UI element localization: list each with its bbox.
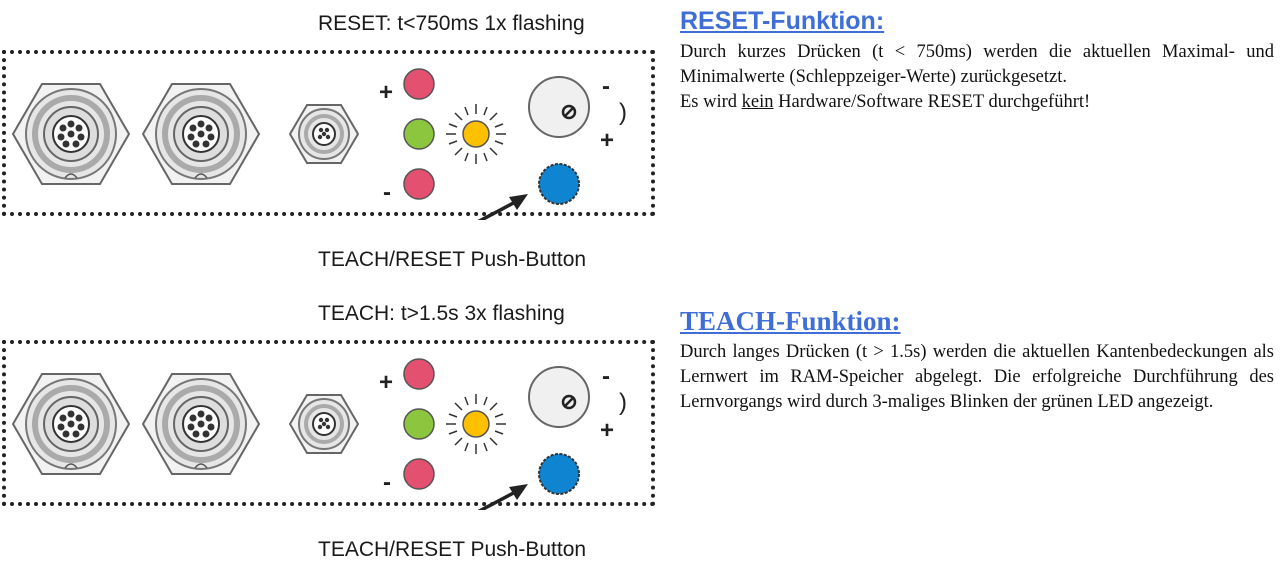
pot-direction-paren: ): [619, 99, 627, 126]
led-red-upper: [403, 358, 435, 390]
connector-8pin-1: [11, 83, 131, 185]
connector-small: [288, 104, 360, 164]
teach-heading: TEACH-Funktion:: [680, 306, 901, 336]
led-red-lower: [403, 458, 435, 490]
minus-sign-led: -: [383, 179, 391, 206]
pointer-arrow: [477, 194, 528, 220]
minus-sign-led: -: [383, 469, 391, 496]
reset-note: Es wird kein Hardware/Software RESET dur…: [680, 90, 1274, 115]
plus-sign-led: +: [379, 369, 393, 396]
led-red-upper: [403, 68, 435, 100]
connector-8pin-1: [11, 373, 131, 475]
reset-paragraph: Durch kurzes Drücken (t < 750ms) werden …: [680, 42, 1274, 87]
teach-description: TEACH-Funktion: Durch langes Drücken (t …: [680, 306, 1274, 415]
reset-note-start: Es wird: [680, 92, 742, 112]
led-red-lower: [403, 168, 435, 200]
potentiometer-knob[interactable]: [528, 76, 590, 138]
pot-plus-sign: +: [600, 127, 614, 154]
reset-caption: RESET: t<750ms 1x flashing: [318, 12, 585, 35]
reset-panel: RESET: t<750ms 1x flashing: [0, 0, 660, 280]
teach-caption: TEACH: t>1.5s 3x flashing: [318, 302, 565, 325]
push-button-label: TEACH/RESET Push-Button: [318, 248, 587, 271]
device-front-panel: + - - + ): [2, 340, 655, 510]
reset-note-emphasis: kein: [741, 92, 774, 112]
led-yellow-flashing: [446, 104, 506, 164]
teach-reset-push-button[interactable]: [538, 163, 580, 205]
teach-reset-push-button[interactable]: [538, 453, 580, 495]
reset-heading: RESET-Funktion:: [680, 7, 885, 35]
led-green: [403, 118, 435, 150]
connector-small: [288, 394, 360, 454]
connector-8pin-2: [141, 83, 261, 185]
plus-sign-led: +: [379, 79, 393, 106]
pot-plus-sign: +: [600, 417, 614, 444]
potentiometer-knob[interactable]: [528, 366, 590, 428]
device-illustration: + - - + ): [11, 358, 627, 510]
device-front-panel: + - - + ): [2, 50, 655, 220]
teach-paragraph: Durch langes Drücken (t > 1.5s) werden d…: [680, 342, 1274, 412]
pot-direction-paren: ): [619, 389, 627, 416]
led-yellow-flashing: [446, 394, 506, 454]
reset-note-end: Hardware/Software RESET durchgeführt!: [773, 92, 1091, 112]
push-button-label: TEACH/RESET Push-Button: [318, 538, 587, 561]
pot-minus-sign: -: [602, 73, 610, 100]
led-green: [403, 408, 435, 440]
device-illustration: + - - + ): [11, 68, 627, 220]
pointer-arrow: [477, 484, 528, 510]
teach-panel: TEACH: t>1.5s 3x flashing: [0, 290, 660, 570]
reset-description: RESET-Funktion: Durch kurzes Drücken (t …: [680, 6, 1274, 115]
pot-minus-sign: -: [602, 363, 610, 390]
connector-8pin-2: [141, 373, 261, 475]
